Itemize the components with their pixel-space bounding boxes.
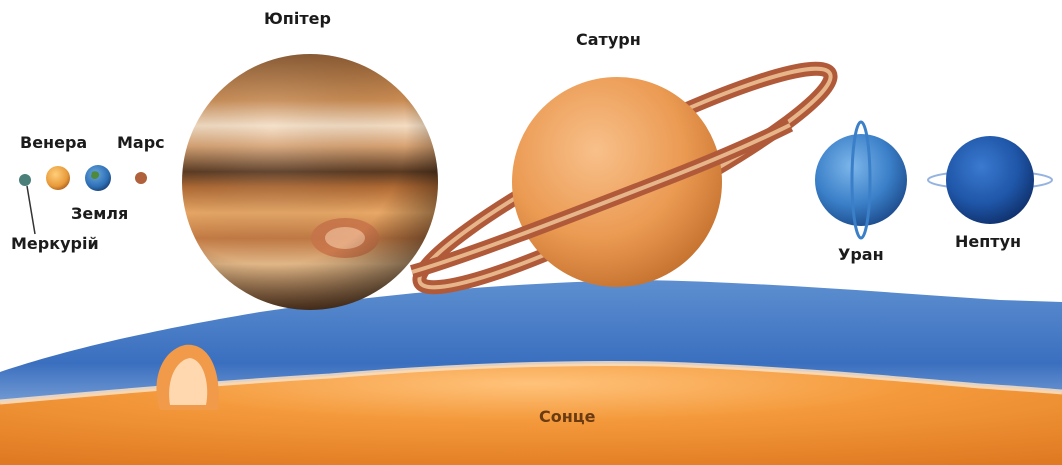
saturn — [512, 77, 722, 287]
neptune — [928, 136, 1052, 224]
label-mars: Марс — [117, 133, 165, 152]
uranus — [815, 122, 907, 238]
label-uranus: Уран — [838, 245, 884, 264]
label-sun: Сонце — [539, 407, 596, 426]
label-venus: Венера — [20, 133, 87, 152]
mercury — [19, 174, 35, 234]
label-jupiter: Юпітер — [264, 9, 331, 28]
label-neptune: Нептун — [955, 232, 1021, 251]
venus — [46, 166, 70, 190]
jupiter — [182, 54, 438, 310]
label-saturn: Сатурн — [576, 30, 641, 49]
label-mercury: Меркурій — [11, 234, 99, 253]
earth — [85, 165, 111, 191]
label-earth: Земля — [71, 204, 128, 223]
mars — [135, 172, 147, 184]
